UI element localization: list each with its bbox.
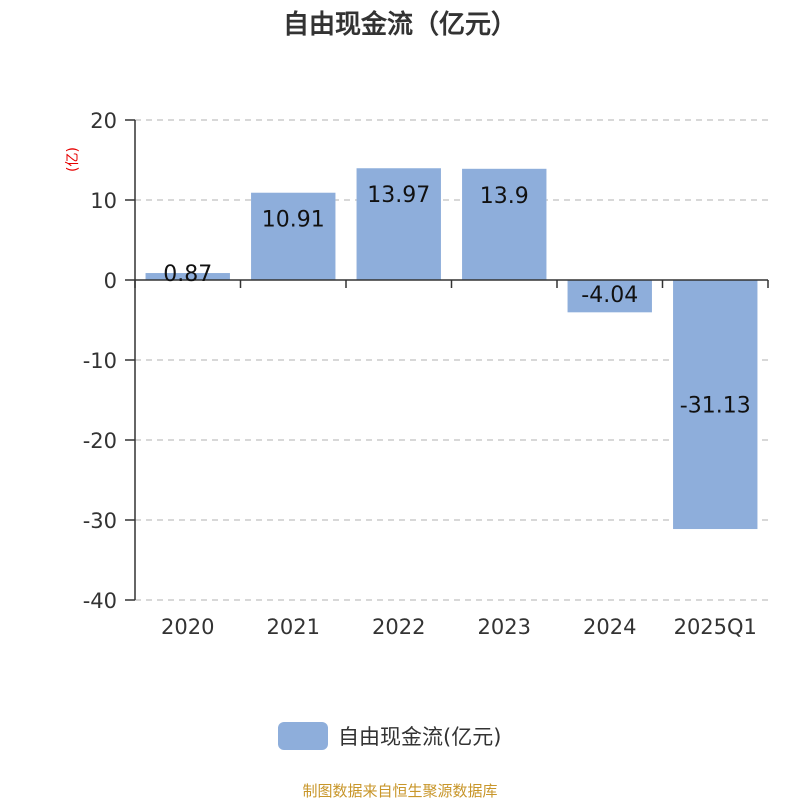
data-label: -4.04 bbox=[581, 283, 638, 308]
chart-title: 自由现金流（亿元） bbox=[282, 10, 517, 40]
y-tick-label: 10 bbox=[90, 189, 117, 213]
bar-2020 bbox=[145, 273, 230, 280]
legend-label: 自由现金流(亿元) bbox=[338, 725, 502, 749]
y-tick-label: -10 bbox=[83, 349, 117, 373]
data-label: -31.13 bbox=[680, 394, 751, 419]
y-tick-label: -30 bbox=[83, 509, 117, 533]
x-tick-label: 2024 bbox=[583, 615, 636, 639]
data-label: 0.87 bbox=[163, 262, 212, 287]
x-tick-label: 2020 bbox=[161, 615, 214, 639]
bar-2021 bbox=[251, 192, 336, 280]
x-tick-label: 2022 bbox=[372, 615, 425, 639]
x-tick-label: 2025Q1 bbox=[674, 615, 757, 639]
y-tick-label: 0 bbox=[104, 269, 117, 293]
legend-swatch bbox=[278, 722, 328, 750]
bar-2025Q1 bbox=[673, 280, 758, 530]
y-tick-label: -40 bbox=[83, 589, 117, 613]
bar-2024 bbox=[567, 280, 652, 313]
data-label: 13.9 bbox=[480, 184, 529, 209]
y-tick-label: 20 bbox=[90, 109, 117, 133]
x-tick-label: 2021 bbox=[267, 615, 320, 639]
bar-2023 bbox=[462, 168, 547, 280]
source-note: 制图数据来自恒生聚源数据库 bbox=[302, 782, 498, 800]
data-label: 13.97 bbox=[367, 183, 430, 208]
x-tick-label: 2023 bbox=[478, 615, 531, 639]
legend[interactable]: 自由现金流(亿元) bbox=[278, 722, 501, 750]
bar-2022 bbox=[356, 168, 441, 280]
y-tick-label: -20 bbox=[83, 429, 117, 453]
data-label: 10.91 bbox=[262, 208, 325, 233]
